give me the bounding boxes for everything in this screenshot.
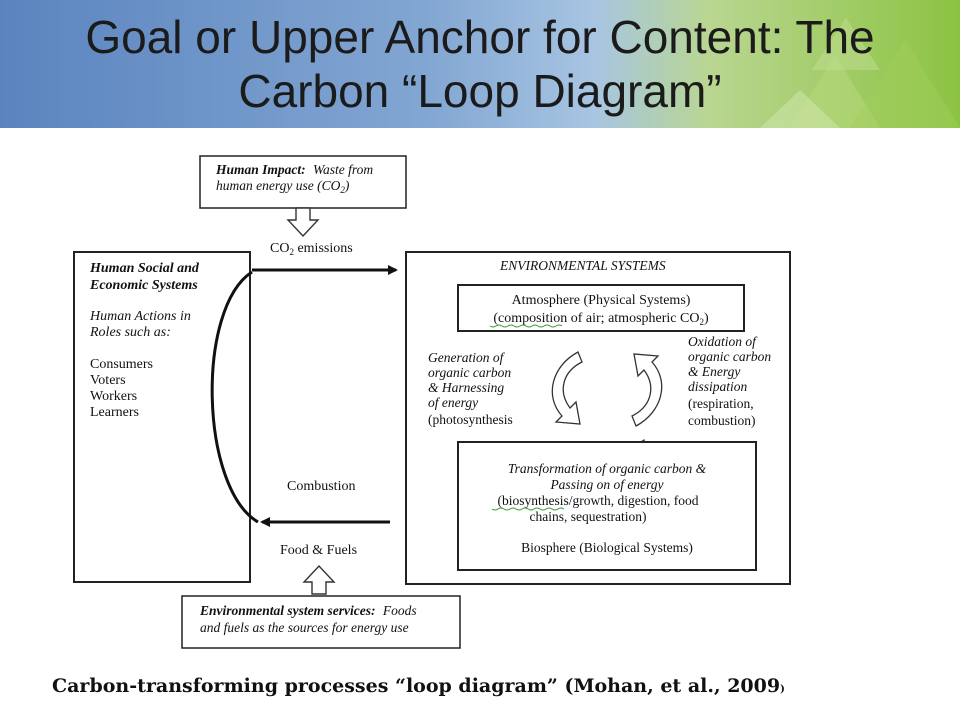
human-impact-text-2: human energy use (CO2) — [216, 178, 350, 195]
human-impact-box: Human Impact: Waste from human energy us… — [199, 155, 407, 209]
svg-text:(photosynthesis: (photosynthesis — [428, 412, 513, 427]
svg-text:& Harnessing: & Harnessing — [428, 380, 504, 395]
slide-header: Goal or Upper Anchor for Content: The Ca… — [0, 0, 960, 128]
svg-text:organic carbon: organic carbon — [688, 349, 771, 364]
slide-title: Goal or Upper Anchor for Content: The Ca… — [30, 10, 930, 118]
carbon-loop-diagram: Human Impact: Waste from human energy us… — [73, 155, 791, 649]
services-box: Environmental system services: Foods and… — [181, 595, 461, 649]
role-voters: Voters — [90, 373, 126, 388]
triangle-shape — [850, 40, 960, 128]
services-frame — [181, 595, 461, 649]
svg-text:organic carbon: organic carbon — [428, 365, 511, 380]
transformation-line-4: chains, sequestration) — [530, 509, 647, 524]
title-line-2: Carbon “Loop Diagram” — [238, 65, 722, 117]
biosphere-label: Biosphere (Biological Systems) — [521, 540, 693, 555]
svg-text:combustion): combustion) — [688, 413, 756, 428]
biosphere-box — [457, 441, 757, 571]
human-systems-box: Human Social and Economic Systems Human … — [73, 251, 251, 583]
atmosphere-box — [457, 284, 745, 332]
transformation-line-3: (biosynthesis/growth, digestion, food — [498, 493, 699, 508]
down-arrow-icon — [286, 207, 320, 238]
spellcheck-squiggle — [491, 507, 565, 511]
transformation-line-1: Transformation of organic carbon & — [508, 461, 707, 476]
environmental-systems-box: ENVIRONMENTAL SYSTEMS Atmosphere (Physic… — [405, 251, 791, 585]
environmental-systems-title: ENVIRONMENTAL SYSTEMS — [499, 258, 666, 273]
svg-text:of energy: of energy — [428, 395, 478, 410]
atmosphere-detail: (composition of air; atmospheric CO2) — [493, 311, 709, 327]
human-actions-2: Roles such as: — [89, 325, 171, 340]
food-fuels-label: Food & Fuels — [280, 543, 357, 558]
role-learners: Learners — [90, 405, 139, 420]
triangle-shape — [760, 90, 840, 128]
left-cycle-arrow-icon — [551, 351, 583, 425]
caption-end: ) — [780, 684, 785, 695]
human-actions-1: Human Actions in — [89, 309, 191, 324]
figure-caption: Carbon-transforming processes “loop diag… — [52, 675, 785, 697]
svg-text:Oxidation of: Oxidation of — [688, 334, 758, 349]
title-line-1: Goal or Upper Anchor for Content: The — [85, 11, 875, 63]
up-arrow-icon — [302, 564, 336, 595]
oxidation-text: Oxidation of organic carbon & Energy dis… — [688, 334, 771, 428]
atmosphere-label: Atmosphere (Physical Systems) — [512, 293, 691, 308]
generation-text: Generation of organic carbon & Harnessin… — [428, 350, 513, 427]
human-systems-title-1: Human Social and — [89, 261, 200, 276]
human-systems-frame — [73, 251, 251, 583]
svg-text:(respiration,: (respiration, — [688, 396, 754, 411]
human-systems-title-2: Economic Systems — [89, 278, 198, 293]
co2-emissions-label: CO2 emissions — [270, 241, 353, 257]
svg-text:Generation of: Generation of — [428, 350, 506, 365]
services-text-2: and fuels as the sources for energy use — [200, 620, 409, 635]
triangle-shape — [812, 18, 880, 70]
caption-text: Carbon-transforming processes “loop diag… — [52, 675, 781, 697]
combustion-label: Combustion — [287, 479, 355, 494]
loop-arc — [210, 270, 259, 524]
role-workers: Workers — [90, 389, 137, 404]
spellcheck-squiggle — [489, 324, 563, 328]
human-impact-frame — [199, 155, 407, 209]
role-consumers: Consumers — [90, 357, 153, 372]
svg-text:& Energy: & Energy — [688, 364, 740, 379]
svg-text:dissipation: dissipation — [688, 379, 748, 394]
human-impact-text: Human Impact: Waste from — [215, 162, 373, 177]
right-cycle-arrow-icon — [631, 353, 663, 427]
transformation-line-2: Passing on of energy — [549, 477, 663, 492]
decorative-triangles — [760, 18, 960, 128]
services-text: Environmental system services: Foods — [199, 603, 417, 618]
